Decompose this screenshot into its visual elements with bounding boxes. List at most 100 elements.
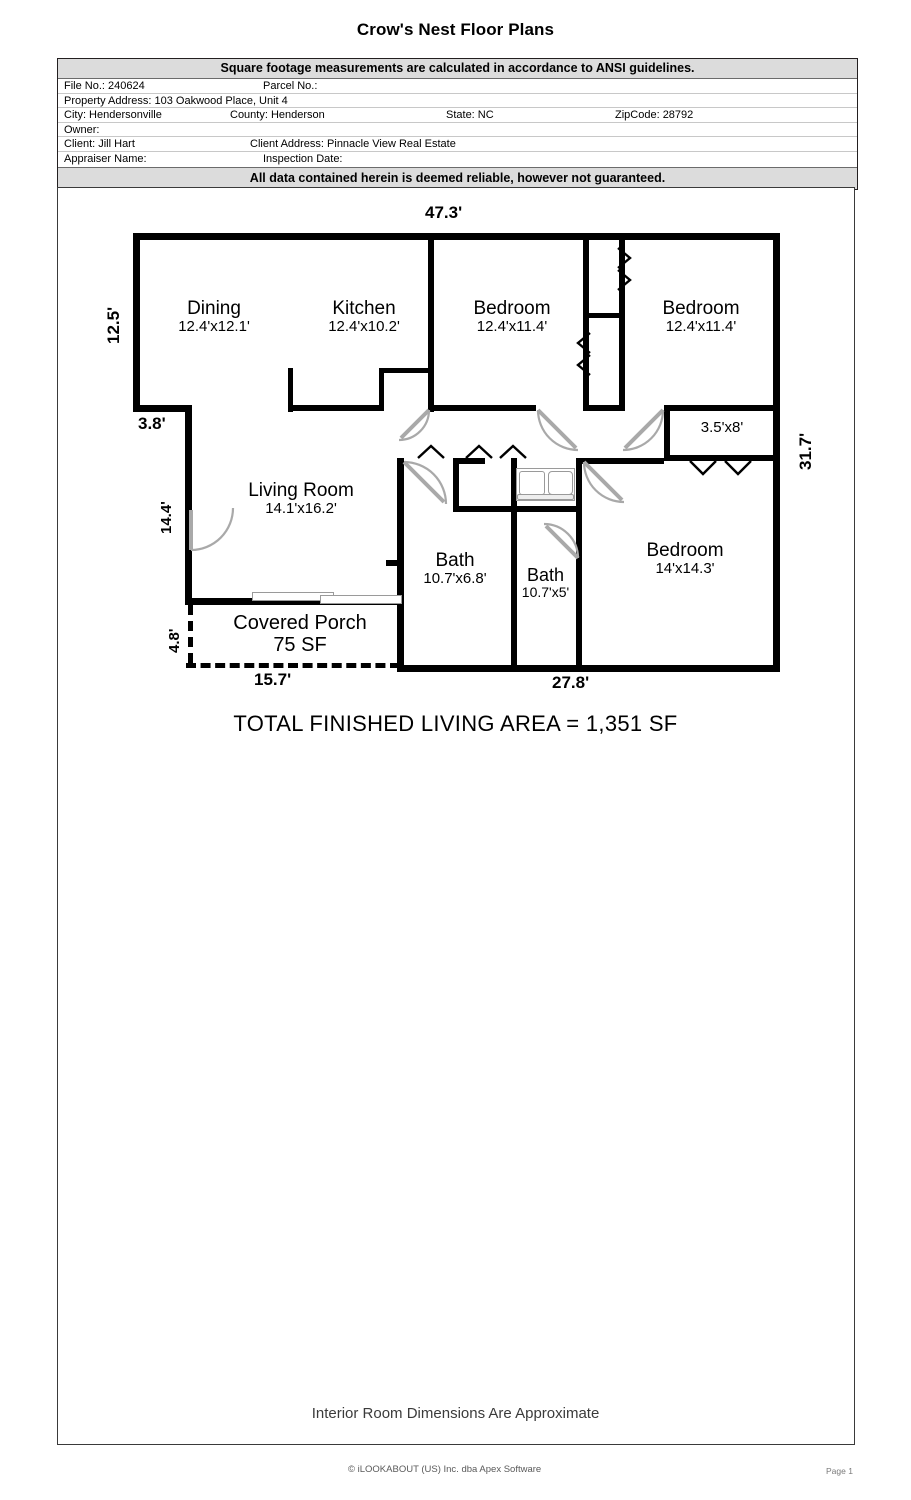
dryer-icon: [548, 471, 573, 495]
room-name: Dining: [187, 298, 241, 319]
interior-wall-hall-top-left: [453, 458, 485, 464]
file-no-label: File No.: 240624: [64, 80, 145, 92]
interior-wall-bedroom1-bottom: [428, 405, 536, 411]
interior-wall-laundry-left: [511, 458, 517, 512]
county-label: County: Henderson: [230, 109, 325, 122]
info-row-appraiser: Appraiser Name: Inspection Date:: [58, 152, 857, 167]
room-dimensions: 12.4'x12.1': [178, 318, 250, 336]
room-label-bedroom-1: Bedroom 12.4'x11.4': [443, 298, 581, 336]
interior-wall-kitchen-door-head: [379, 368, 431, 373]
interior-wall-small-closet-left: [664, 405, 670, 460]
city-label: City: Hendersonville: [64, 109, 162, 122]
interior-wall-living-stub: [386, 560, 404, 566]
property-address-label: Property Address: 103 Oakwood Place, Uni…: [64, 94, 288, 107]
exterior-wall-right: [773, 233, 780, 672]
dimension-left-middle: 14.4': [158, 501, 175, 534]
exterior-wall-bottom: [397, 665, 780, 672]
page-frame: [57, 187, 855, 1445]
sliding-door-porch-panel-2[interactable]: [320, 595, 402, 604]
ansi-guidelines-banner: Square footage measurements are calculat…: [58, 59, 857, 79]
room-name: Bedroom: [473, 298, 551, 319]
page-number: Page 1: [826, 1466, 853, 1476]
interior-wall-bath1-right-upper: [453, 458, 459, 512]
dimension-bottom-main: 27.8': [552, 673, 590, 692]
room-name: Living Room: [248, 480, 354, 501]
interior-wall-closet-divider: [583, 313, 625, 318]
property-info-table: Square footage measurements are calculat…: [57, 58, 858, 190]
exterior-wall-left-middle: [185, 405, 192, 605]
porch-dashed-bottom: [186, 663, 400, 668]
room-dimensions: 3.5'x8': [700, 419, 744, 436]
room-label-covered-porch: Covered Porch 75 SF: [205, 612, 395, 657]
room-label-bath-2: Bath 10.7'x5': [514, 565, 577, 601]
dimension-left-porch: 4.8': [166, 628, 183, 653]
interior-wall-bedroom2-bottom: [664, 405, 780, 411]
dimension-top-width: 47.3': [425, 203, 463, 222]
room-dimensions: 10.7'x6.8': [423, 570, 487, 588]
state-label: State: NC: [446, 109, 494, 122]
page-title: Crow's Nest Floor Plans: [356, 20, 555, 39]
interior-wall-laundry-bottom: [511, 506, 582, 512]
footer-disclaimer: Interior Room Dimensions Are Approximate: [311, 1405, 600, 1422]
room-label-bath-1: Bath 10.7'x6.8': [399, 550, 511, 588]
interior-wall-kitchen-bottom: [288, 405, 384, 411]
room-label-bedroom-2: Bedroom 12.4'x11.4': [628, 298, 774, 336]
room-area: 75 SF: [273, 634, 327, 657]
room-dimensions: 10.7'x5': [521, 584, 570, 601]
copyright-notice: © iLOOKABOUT (US) Inc. dba Apex Software: [348, 1464, 542, 1475]
room-label-bedroom-3: Bedroom 14'x14.3': [612, 540, 758, 578]
owner-label: Owner:: [64, 123, 100, 136]
room-dimensions: 14'x14.3': [655, 560, 715, 578]
client-label: Client: Jill Hart: [64, 138, 135, 151]
interior-wall-kitchen-bedroom1: [428, 233, 434, 412]
room-label-dining: Dining 12.4'x12.1': [150, 298, 278, 336]
total-finished-living-area: TOTAL FINISHED LIVING AREA = 1,351 SF: [233, 711, 678, 736]
interior-wall-small-closet-bottom: [664, 455, 780, 461]
exterior-wall-jog: [133, 405, 192, 412]
info-row-property-address: Property Address: 103 Oakwood Place, Uni…: [58, 94, 857, 109]
room-name: Bedroom: [662, 298, 740, 319]
room-dimensions: 12.4'x11.4': [476, 318, 548, 336]
interior-wall-kitchen-jamb: [379, 368, 384, 410]
interior-wall-laundry-right: [576, 458, 582, 672]
info-row-client: Client: Jill Hart Client Address: Pinnac…: [58, 137, 857, 152]
interior-wall-hall-bottom-left: [453, 506, 513, 512]
porch-dashed-left: [188, 605, 193, 663]
appraiser-name-label: Appraiser Name:: [64, 152, 147, 165]
room-name: Bedroom: [646, 540, 724, 561]
exterior-wall-top: [133, 233, 780, 240]
zip-label: ZipCode: 28792: [615, 109, 694, 122]
room-dimensions: 14.1'x16.2': [265, 500, 337, 518]
client-address-label: Client Address: Pinnacle View Real Estat…: [250, 138, 456, 151]
info-rows: File No.: 240624 Parcel No.: Property Ad…: [58, 79, 857, 167]
info-row-owner: Owner:: [58, 123, 857, 138]
interior-wall-bedroom1-bottom-right: [583, 405, 619, 411]
interior-wall-closet-right: [619, 233, 625, 411]
interior-wall-hall-top-right: [576, 458, 664, 464]
room-dimensions: 12.4'x10.2': [328, 318, 400, 336]
interior-wall-closet-left: [583, 233, 589, 411]
dimension-right-height: 31.7': [796, 432, 815, 470]
dimension-left-upper: 12.5': [104, 306, 123, 344]
exterior-wall-porch-header: [185, 598, 403, 605]
room-name: Kitchen: [332, 298, 396, 319]
exterior-wall-left-upper: [133, 233, 140, 412]
reliability-disclaimer-banner: All data contained herein is deemed reli…: [58, 166, 857, 189]
room-label-kitchen: Kitchen 12.4'x10.2': [300, 298, 428, 336]
room-label-living-room: Living Room 14.1'x16.2': [218, 480, 384, 518]
interior-wall-bath1-bath2: [511, 506, 517, 672]
dimension-bottom-porch: 15.7': [254, 670, 292, 689]
dimension-left-jog: 3.8': [138, 414, 166, 433]
info-row-location: City: Hendersonville County: Henderson S…: [58, 108, 857, 123]
floor-plan-drawing: Dining 12.4'x12.1' Kitchen 12.4'x10.2' B…: [104, 203, 815, 736]
room-name: Bath: [435, 550, 475, 571]
room-name: Covered Porch: [233, 612, 367, 634]
washer-icon: [519, 471, 545, 495]
room-dimensions: 12.4'x11.4': [665, 318, 737, 336]
info-row-file: File No.: 240624 Parcel No.:: [58, 79, 857, 94]
inspection-date-label: Inspection Date:: [263, 152, 343, 165]
parcel-no-label: Parcel No.:: [263, 80, 318, 92]
interior-wall-dining-kitchen: [288, 368, 293, 412]
room-name: Bath: [526, 565, 565, 585]
laundry-counter-line: [517, 494, 574, 500]
